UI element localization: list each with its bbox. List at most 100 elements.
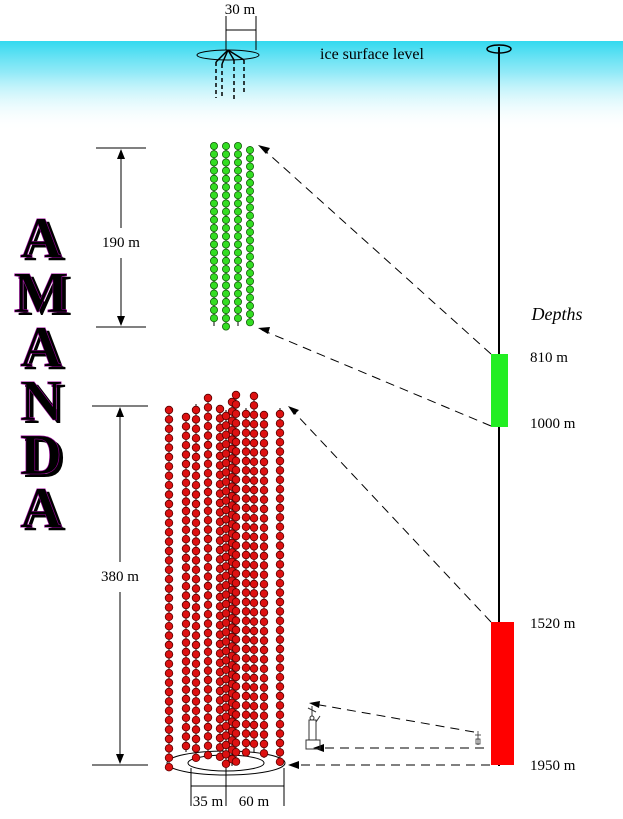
optical-module [203,685,213,694]
ice-surface-band [0,41,623,131]
optical-module [209,273,218,282]
optical-module [221,496,231,505]
optical-module [181,610,191,619]
optical-module [164,725,174,734]
optical-module [164,565,174,574]
optical-module [181,591,191,600]
optical-module [164,434,174,443]
optical-module [221,322,230,331]
optical-module [203,525,213,534]
optical-module [164,734,174,744]
optical-module [231,390,241,400]
optical-module [241,475,251,484]
optical-module [275,757,285,766]
optical-module [164,603,174,612]
optical-module [203,487,213,497]
optical-module [245,236,254,245]
optical-module [181,478,191,487]
optical-module [259,523,269,532]
optical-module [259,457,269,467]
optical-module [191,556,201,565]
optical-module [203,619,213,628]
projection-arrowheads [258,145,324,769]
optical-module [181,422,191,431]
optical-module [275,456,285,466]
optical-module [181,666,191,675]
optical-module [203,741,213,750]
optical-module [245,301,254,310]
amanda-letter-shadow: D [24,425,66,490]
optical-module [231,428,241,437]
optical-module [221,562,231,571]
optical-module [191,744,201,753]
optical-module [164,415,174,424]
optical-module [181,741,191,751]
optical-module [259,448,269,457]
optical-module [221,646,231,656]
optical-module [203,600,213,609]
optical-module [249,429,259,438]
optical-module [209,232,218,241]
optical-module [249,448,259,457]
optical-module [231,748,241,757]
optical-module [249,410,259,419]
optical-module [259,645,269,655]
optical-module [241,550,251,560]
optical-module [241,597,251,607]
optical-module [221,232,230,241]
optical-module [275,475,285,484]
optical-module [275,532,285,541]
optical-module [241,466,251,475]
optical-module [221,248,230,257]
optical-module [191,697,201,706]
optical-module [259,420,269,429]
optical-module [233,281,242,290]
optical-module [209,141,218,150]
optical-module [249,617,259,626]
optical-module [221,637,231,646]
optical-module [203,469,213,478]
optical-module [164,622,174,631]
optical-module [181,638,191,647]
optical-module [275,522,285,531]
optical-module [191,546,201,556]
amanda-letter: D [20,422,62,487]
optical-module [249,692,259,701]
optical-module [259,721,269,730]
bottom-width-label-35: 35 m [193,794,224,810]
optical-module [233,158,242,167]
optical-module [231,447,241,456]
amanda-letter-shadow: N [24,371,66,436]
optical-module [191,518,201,527]
optical-module [181,412,191,422]
amanda-letter-shadow: M [18,263,73,328]
optical-module [259,467,269,476]
amanda-letter: M [14,260,69,325]
optical-module [221,740,231,750]
optical-module [233,150,242,159]
optical-module [191,734,201,744]
optical-module [275,419,285,428]
optical-module [249,514,259,523]
optical-module [209,191,218,200]
optical-module [221,158,230,167]
optical-module [241,738,251,748]
optical-module [221,505,231,515]
optical-module [259,608,269,617]
optical-module [164,452,174,462]
upper-height-marker [96,147,146,328]
optical-module [191,481,201,490]
optical-module [275,588,285,597]
optical-module [241,635,251,644]
optical-module [275,560,285,569]
optical-module [221,421,231,430]
optical-module [249,702,259,711]
optical-module [275,710,285,719]
optical-module [221,675,231,684]
upper-detector-strings [209,141,254,331]
optical-module [241,532,251,541]
optical-module [221,199,230,208]
optical-module [221,174,230,183]
optical-module [241,691,251,701]
